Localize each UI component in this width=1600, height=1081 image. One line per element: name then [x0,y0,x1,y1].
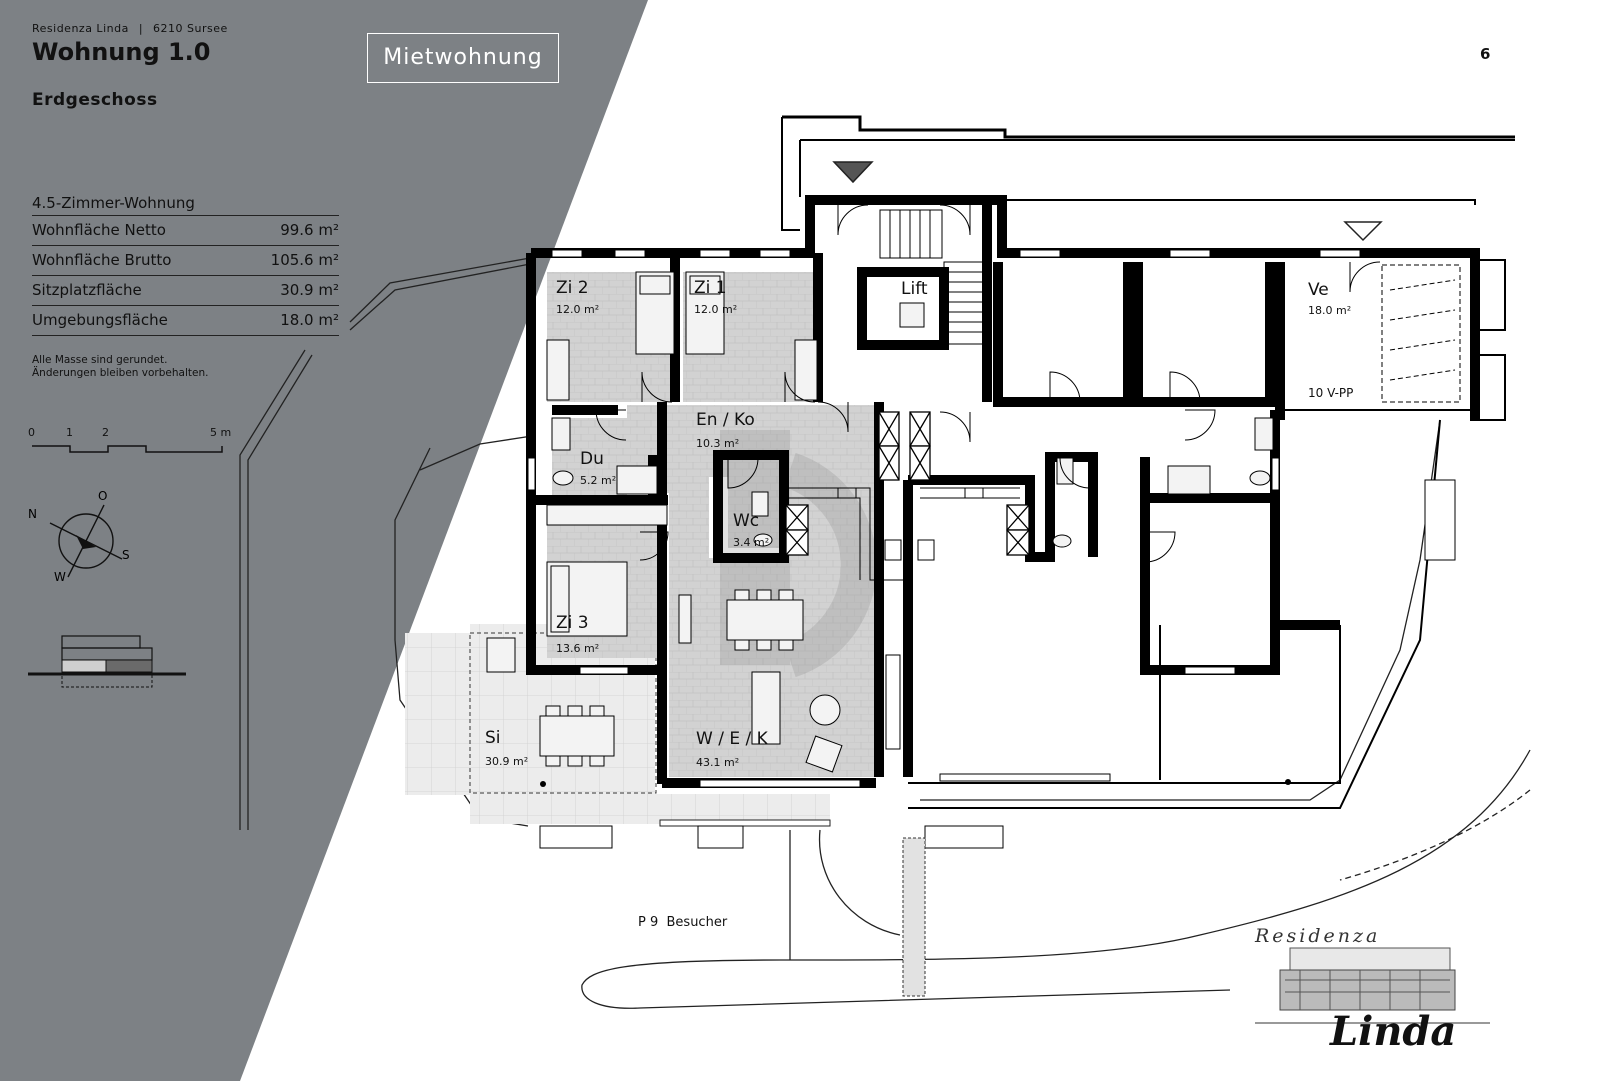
entry-markers [832,161,1383,242]
room-wek-area: 43.1 m² [696,756,739,769]
area-label: Umgebungsfläche [32,311,168,329]
room-zi3-name: Zi 3 [556,613,589,633]
area-row: Wohnfläche Brutto 105.6 m² [32,245,339,275]
scale-tick-0: 0 [28,426,35,439]
project-name: Residenza Linda [32,22,129,35]
area-table: 4.5-Zimmer-Wohnung Wohnfläche Netto 99.6… [32,194,339,336]
area-row: Sitzplatzfläche 30.9 m² [32,275,339,305]
site-lines [239,257,1531,1009]
room-zi1-name: Zi 1 [694,278,727,298]
logo-line-1: Residenza [1254,925,1380,947]
area-label: Sitzplatzfläche [32,281,142,299]
logo-line-2: Linda [1329,1008,1456,1055]
compass-w: W [54,570,66,584]
room-wc-name: Wc [733,511,759,531]
room-ve-area: 18.0 m² [1308,304,1351,317]
residenza-linda-logo: Residenza Linda [1254,925,1490,1055]
project-line: Residenza Linda | 6210 Sursee [32,22,228,35]
stairs [879,209,1461,403]
parking-label: P 9 Besucher [638,915,728,930]
room-zi2-name: Zi 2 [556,278,589,298]
scale-tick-5: 5 m [210,426,231,439]
area-row: Umgebungsfläche 18.0 m² [32,305,339,336]
area-value: 18.0 m² [280,311,339,329]
disclaimer: Alle Masse sind gerundet. Änderungen ble… [32,354,208,380]
hedge [902,837,926,997]
disclaimer-line-2: Änderungen bleiben vorbehalten. [32,367,209,379]
room-zi3-area: 13.6 m² [556,642,599,655]
compass-s: S [122,548,130,562]
shaft-boxes [785,411,1030,556]
floor-key-icon [28,635,186,688]
apartment-type: 4.5-Zimmer-Wohnung [32,194,195,212]
page-title: Wohnung 1.0 [32,38,211,66]
post-dot [540,781,546,787]
rental-badge: Mietwohnung [367,33,559,83]
disclaimer-line-1: Alle Masse sind gerundet. [32,354,168,366]
furniture [486,271,1274,773]
door-swings [595,204,1381,563]
scale-bar: 0 1 2 5 m [28,426,231,453]
compass-o: O [98,489,107,503]
kitchen-counter [784,487,1020,750]
area-value: 30.9 m² [280,281,339,299]
scale-tick-2: 2 [102,426,109,439]
room-si-area: 30.9 m² [485,755,528,768]
compass-rose: N O S W [28,489,130,584]
room-lift: Lift [901,279,928,299]
scale-tick-1: 1 [66,426,73,439]
room-labels: Zi 2 12.0 m² Zi 1 12.0 m² Lift Ve 18.0 m… [485,278,1353,930]
room-ve-parking: 10 V-PP [1308,386,1353,400]
scale-line [32,445,223,453]
room-ve-name: Ve [1308,280,1329,300]
area-label: Wohnfläche Brutto [32,251,172,269]
room-zi1-area: 12.0 m² [694,303,737,316]
room-enko-name: En / Ko [696,410,755,430]
area-row: Wohnfläche Netto 99.6 m² [32,215,339,245]
windows [527,249,1456,849]
floor-label: Erdgeschoss [32,90,158,110]
area-label: Wohnfläche Netto [32,221,166,239]
project-separator: | [138,22,144,35]
room-si-name: Si [485,728,501,748]
room-wek-name: W / E / K [696,729,769,749]
area-value: 105.6 m² [270,251,339,269]
side-panel-shape [0,0,648,1081]
post-dot [1285,779,1291,785]
room-enko-area: 10.3 m² [696,437,739,450]
room-zi2-area: 12.0 m² [556,303,599,316]
page-number: 6 [1480,45,1491,63]
compass-n: N [28,507,37,521]
project-location: 6210 Sursee [153,22,228,35]
room-du-area: 5.2 m² [580,474,616,487]
room-du-name: Du [580,449,604,469]
room-wc-area: 3.4 m² [733,536,769,549]
area-value: 99.6 m² [280,221,339,239]
